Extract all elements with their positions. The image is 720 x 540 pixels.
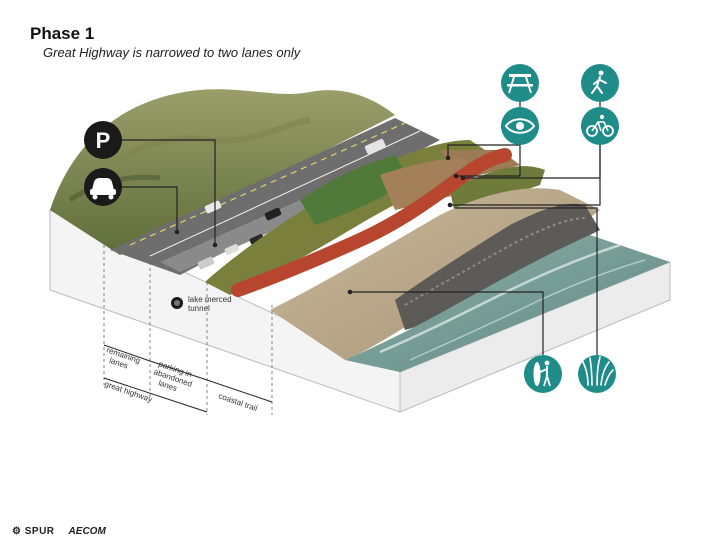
aecom-logo: AECOM: [68, 526, 106, 537]
dimension-lines: [103, 344, 273, 413]
dune-grass-icon: [578, 355, 616, 393]
great-highway-road: [110, 118, 440, 275]
page-title: Phase 1: [30, 24, 95, 43]
parking-abandoned-lanes-label: parking in abandoned lanes: [150, 359, 199, 398]
parking-icon: P: [84, 121, 122, 159]
leader-dots: [174, 155, 466, 295]
pedestrian-icon: [581, 64, 619, 102]
car-icon: [84, 168, 122, 206]
spur-logo: ⚙ SPUR: [12, 526, 55, 537]
bicycle-icon: [581, 107, 619, 145]
surfboard-icon: [524, 355, 562, 393]
remaining-lanes-label: remaining lanes: [102, 345, 143, 374]
svg-text:lake merced tunnel: lake merced tunnel: [188, 295, 234, 313]
page-subtitle: Great Highway is narrowed to two lanes o…: [43, 45, 301, 60]
rock-revetment: [395, 203, 600, 330]
dimension-guides: [103, 245, 273, 415]
svg-text:P: P: [96, 128, 111, 153]
ocean: [345, 235, 670, 372]
coastal-trail: [231, 148, 512, 297]
eye-icon: [501, 107, 539, 145]
lake-merced-tunnel-marker: lake merced tunnel: [171, 295, 234, 313]
coastal-trail-label: coastal trail: [217, 391, 258, 413]
picnic-table-icon: [501, 64, 539, 102]
footer-logos: ⚙ SPUR AECOM: [12, 526, 106, 537]
cars: [197, 138, 386, 270]
